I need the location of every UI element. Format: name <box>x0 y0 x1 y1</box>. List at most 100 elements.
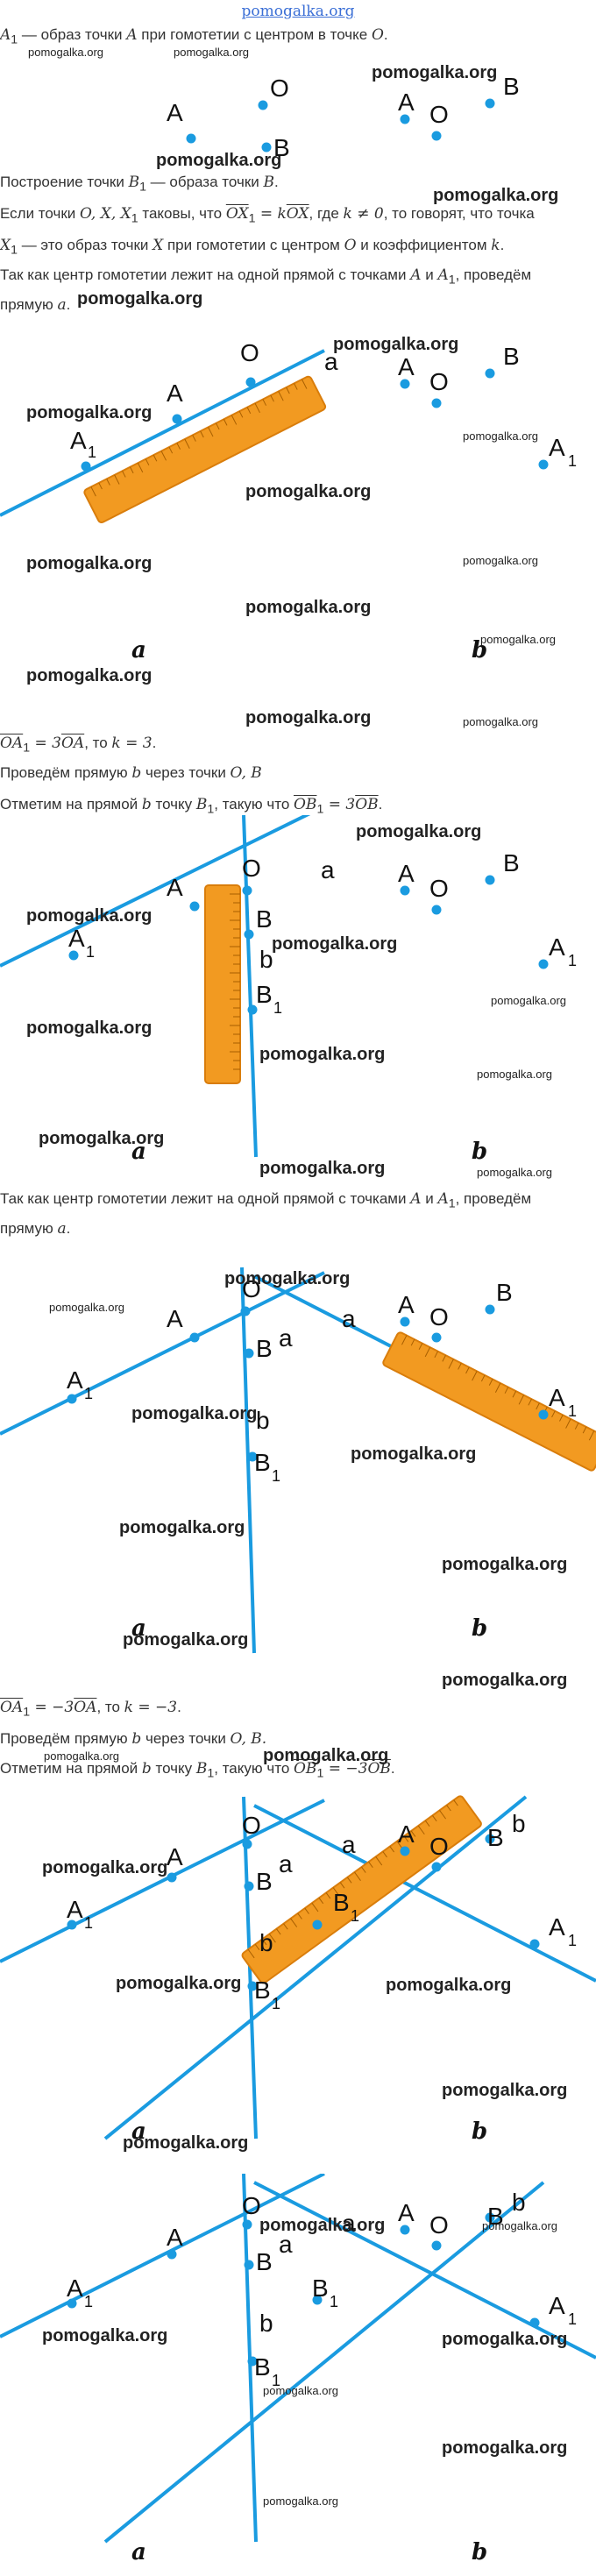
watermark: pomogalka.org <box>480 633 556 646</box>
point-B: B <box>261 134 290 161</box>
watermark: pomogalka.org <box>491 994 566 1007</box>
point-B-right: B <box>485 1824 504 1851</box>
svg-text:A: A <box>398 1291 415 1318</box>
svg-text:1: 1 <box>568 452 577 470</box>
watermark: pomogalka.org <box>77 289 203 309</box>
text-line-2: Построение точки B1 — образа точки B. <box>0 174 279 195</box>
svg-text:1: 1 <box>88 444 96 461</box>
watermark: pomogalka.org <box>442 2438 568 2458</box>
svg-text:O: O <box>429 1833 449 1860</box>
point-O-right: O <box>429 368 449 408</box>
point-O: O <box>242 1812 261 1849</box>
point-O-right: O <box>429 875 449 915</box>
svg-text:O: O <box>242 855 261 882</box>
watermark: pomogalka.org <box>245 482 372 501</box>
watermark: pomogalka.org <box>263 2494 338 2508</box>
watermark: pomogalka.org <box>224 1269 351 1288</box>
point-A-right: A <box>398 1291 415 1327</box>
svg-text:1: 1 <box>84 1385 93 1402</box>
watermark: pomogalka.org <box>372 63 498 82</box>
svg-text:A: A <box>549 434 565 461</box>
line-b <box>242 815 258 1158</box>
point-O: O <box>242 855 261 896</box>
point-A: A <box>167 2224 183 2260</box>
svg-text:1: 1 <box>272 2372 280 2389</box>
watermark: pomogalka.org <box>386 1976 512 1995</box>
text-line-4: X1 — это образ точки X при гомотетии с ц… <box>0 237 505 258</box>
ruler <box>241 1795 482 1984</box>
text-line-5: Так как центр гомотетии лежит на одной п… <box>0 266 532 287</box>
line-a-label: a <box>279 1850 293 1877</box>
watermark: pomogalka.org <box>442 2330 568 2349</box>
svg-text:O: O <box>429 101 449 128</box>
svg-text:B: B <box>273 134 290 161</box>
caption-b: b <box>472 2539 487 2565</box>
line-a <box>0 349 325 517</box>
watermark: pomogalka.org <box>119 1518 245 1537</box>
point-A: A <box>167 1843 183 1883</box>
line-a-label-right: a <box>342 1831 356 1858</box>
point-O-right: O <box>429 1303 449 1343</box>
svg-text:A: A <box>70 427 87 454</box>
text-line-12: OA1 = −3OA, то k = −3. <box>0 1699 181 1720</box>
watermark: pomogalka.org <box>131 1404 258 1423</box>
watermark: pomogalka.org <box>463 554 538 567</box>
watermark: pomogalka.org <box>26 666 153 685</box>
figure-points: O A B A O B <box>0 44 596 175</box>
svg-text:B: B <box>256 2248 273 2275</box>
point-B: B <box>244 2248 273 2275</box>
line-b-label: b <box>256 1407 270 1434</box>
svg-text:B: B <box>503 849 520 876</box>
svg-text:B: B <box>254 2353 271 2381</box>
point-O-right: O <box>429 2211 449 2251</box>
svg-text:O: O <box>242 1275 261 1302</box>
text-line-11: прямую a. <box>0 1220 71 1238</box>
watermark: pomogalka.org <box>272 934 398 954</box>
svg-text:O: O <box>242 1812 261 1839</box>
point-A-right: A <box>398 353 415 389</box>
svg-text:B: B <box>256 1335 273 1362</box>
point-B-right: B <box>485 73 520 109</box>
text-line-1: A1 — образ точки A при гомотетии с центр… <box>0 26 388 47</box>
point-B-right: B <box>485 2203 504 2230</box>
watermark: pomogalka.org <box>49 1301 124 1314</box>
point-O: O <box>258 75 289 110</box>
watermark: pomogalka.org <box>477 1068 552 1081</box>
svg-text:1: 1 <box>568 1402 577 1420</box>
svg-text:O: O <box>242 2192 261 2219</box>
line-b-label-right: b <box>512 2189 526 2216</box>
watermark: pomogalka.org <box>156 151 282 170</box>
watermark: pomogalka.org <box>259 1159 386 1178</box>
svg-text:B: B <box>503 73 520 100</box>
text-line-8: Проведём прямую b через точки O, B <box>0 764 262 782</box>
site-link[interactable]: pomogalka.org <box>241 3 355 20</box>
watermark: pomogalka.org <box>351 1444 477 1464</box>
watermark: pomogalka.org <box>123 1630 249 1650</box>
svg-text:A: A <box>167 1305 183 1332</box>
svg-text:B: B <box>503 343 520 370</box>
text-line-9: Отметим на прямой b точку B1, такую что … <box>0 796 383 817</box>
line-b-label: b <box>259 946 273 973</box>
svg-text:O: O <box>429 1303 449 1331</box>
watermark: pomogalka.org <box>26 1018 153 1038</box>
watermark: pomogalka.org <box>42 2326 168 2345</box>
point-A: A <box>167 874 200 912</box>
ruler <box>204 884 241 1084</box>
watermark: pomogalka.org <box>433 186 559 205</box>
watermark: pomogalka.org <box>442 1671 568 1690</box>
watermark: pomogalka.org <box>28 46 103 59</box>
